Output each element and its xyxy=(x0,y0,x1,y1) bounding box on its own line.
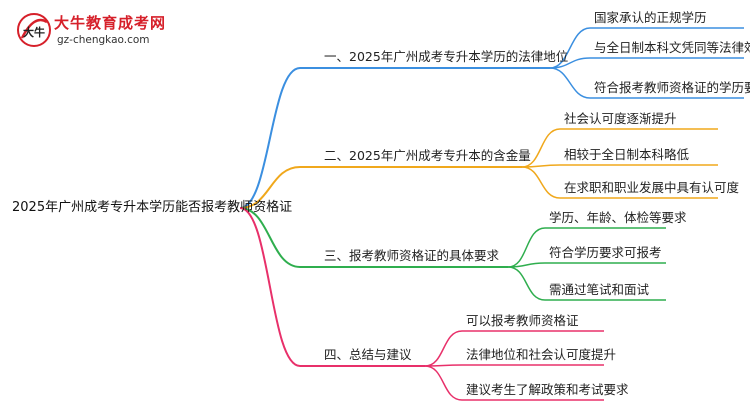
leaf-topic-4-2[interactable]: 法律地位和社会认可度提升 xyxy=(466,347,617,362)
leaf-topic-2-3[interactable]: 在求职和职业发展中具有认可度 xyxy=(564,180,740,195)
leaf-topic-1-3[interactable]: 符合报考教师资格证的学历要求 xyxy=(594,80,750,95)
leaf-connector-3-3 xyxy=(507,266,546,301)
leaf-topic-1-2[interactable]: 与全日制本科文凭同等法律效力 xyxy=(594,40,750,55)
branch-connector-3 xyxy=(239,207,301,268)
leaf-topic-1-1[interactable]: 国家承认的正规学历 xyxy=(594,10,707,25)
leaf-topic-3-1[interactable]: 学历、年龄、体检等要求 xyxy=(549,210,687,225)
branch-topic-2[interactable]: 二、2025年广州成考专升本的含金量 xyxy=(324,148,531,163)
leaf-connector-4-3 xyxy=(424,365,463,401)
leaf-connector-3-1 xyxy=(507,227,546,268)
leaf-topic-3-3[interactable]: 需通过笔试和面试 xyxy=(549,282,650,297)
root-topic[interactable]: 2025年广州成考专升本学历能否报考教师资格证 xyxy=(12,200,293,215)
leaf-connector-1-3 xyxy=(549,67,591,99)
branch-connector-1 xyxy=(239,67,301,209)
branch-topic-3[interactable]: 三、报考教师资格证的具体要求 xyxy=(324,248,500,263)
branch-connector-2 xyxy=(239,166,301,209)
site-url: gz-chengkao.com xyxy=(57,34,150,46)
leaf-connector-1-2 xyxy=(549,57,591,69)
leaf-connector-4-1 xyxy=(424,330,463,367)
site-name: 大牛教育成考网 xyxy=(54,14,167,32)
leaf-topic-3-2[interactable]: 符合学历要求可报考 xyxy=(549,245,662,260)
leaf-connector-2-1 xyxy=(521,128,561,168)
leaf-topic-2-1[interactable]: 社会认可度逐渐提升 xyxy=(564,111,677,126)
watermark-logo: 大牛 大牛教育成考网 gz-chengkao.com xyxy=(14,8,167,54)
leaf-topic-4-1[interactable]: 可以报考教师资格证 xyxy=(466,313,579,328)
branch-connector-4 xyxy=(239,207,301,367)
branch-topic-1[interactable]: 一、2025年广州成考专升本学历的法律地位 xyxy=(324,49,569,64)
logo-lettering: 大牛 xyxy=(23,25,45,39)
branch-topic-4[interactable]: 四、总结与建议 xyxy=(324,347,412,362)
leaf-topic-4-3[interactable]: 建议考生了解政策和考试要求 xyxy=(466,382,629,397)
leaf-connector-2-3 xyxy=(521,166,561,199)
leaf-topic-2-2[interactable]: 相较于全日制本科略低 xyxy=(564,147,690,162)
niu-logo-icon: 大牛 xyxy=(17,13,51,47)
leaf-connector-1-1 xyxy=(549,27,591,69)
